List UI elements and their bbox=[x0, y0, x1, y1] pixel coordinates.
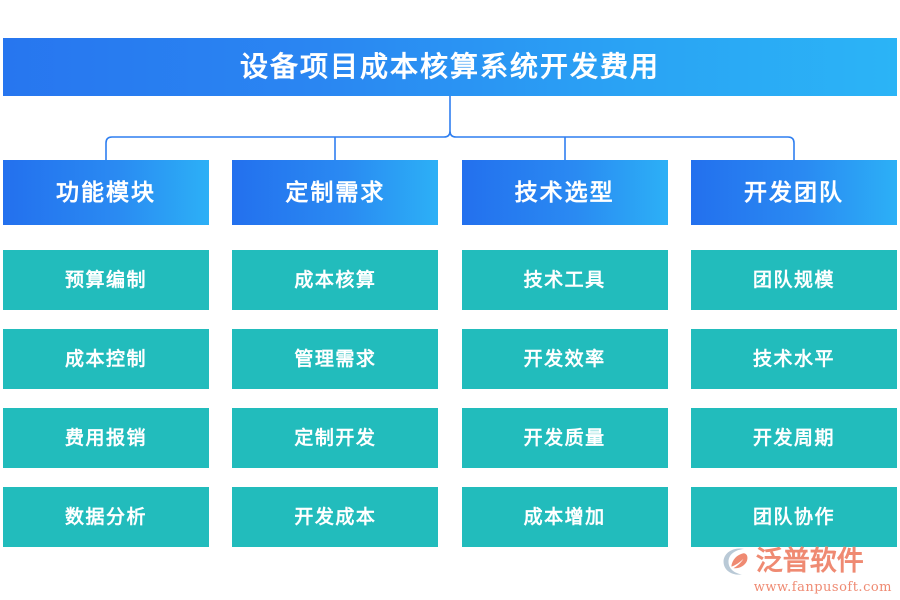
item-box[interactable]: 团队协作 bbox=[690, 487, 897, 547]
item-label: 定制开发 bbox=[294, 426, 377, 449]
column-header-label: 定制需求 bbox=[285, 179, 386, 206]
column-development-team: 开发团队 团队规模 技术水平 开发周期 团队协作 bbox=[690, 160, 897, 547]
item-label: 预算编制 bbox=[64, 268, 147, 291]
column-header-label: 技术选型 bbox=[514, 179, 615, 206]
item-box[interactable]: 定制开发 bbox=[232, 408, 439, 468]
columns-container: 功能模块 预算编制 成本控制 费用报销 数据分析 定制需求 成本核算 bbox=[3, 160, 897, 547]
item-box[interactable]: 数据分析 bbox=[3, 487, 209, 547]
item-box[interactable]: 开发周期 bbox=[690, 408, 897, 468]
item-label: 成本控制 bbox=[64, 347, 147, 370]
item-label: 团队协作 bbox=[752, 505, 835, 528]
column-header-4[interactable]: 开发团队 bbox=[690, 160, 897, 225]
item-box[interactable]: 开发效率 bbox=[461, 329, 668, 389]
item-box[interactable]: 成本控制 bbox=[3, 329, 209, 389]
column-header-3[interactable]: 技术选型 bbox=[461, 160, 668, 225]
item-label: 技术工具 bbox=[523, 268, 606, 291]
item-box[interactable]: 开发质量 bbox=[461, 408, 668, 468]
item-label: 成本增加 bbox=[523, 505, 606, 528]
item-label: 技术水平 bbox=[752, 347, 835, 370]
item-box[interactable]: 技术水平 bbox=[690, 329, 897, 389]
item-box[interactable]: 预算编制 bbox=[3, 250, 209, 310]
connector-bus bbox=[105, 130, 795, 160]
logo-name: 泛普软件 bbox=[755, 545, 864, 577]
item-label: 开发质量 bbox=[523, 426, 606, 449]
column-technology-selection: 技术选型 技术工具 开发效率 开发质量 成本增加 bbox=[461, 160, 668, 547]
column-header-label: 功能模块 bbox=[56, 179, 156, 206]
column-functional-modules: 功能模块 预算编制 成本控制 费用报销 数据分析 bbox=[3, 160, 209, 547]
column-header-1[interactable]: 功能模块 bbox=[3, 160, 209, 225]
item-label: 费用报销 bbox=[64, 426, 147, 449]
logo-url: www.fanpusoft.com bbox=[753, 580, 892, 595]
column-header-2[interactable]: 定制需求 bbox=[232, 160, 439, 225]
logo-row: 泛普软件 bbox=[720, 544, 864, 578]
column-custom-requirements: 定制需求 成本核算 管理需求 定制开发 开发成本 bbox=[232, 160, 439, 547]
item-box[interactable]: 成本核算 bbox=[232, 250, 439, 310]
item-box[interactable]: 技术工具 bbox=[461, 250, 668, 310]
item-label: 成本核算 bbox=[294, 268, 377, 291]
item-label: 开发成本 bbox=[294, 505, 377, 528]
column-header-label: 开发团队 bbox=[743, 179, 844, 206]
item-box[interactable]: 费用报销 bbox=[3, 408, 209, 468]
page-title: 设备项目成本核算系统开发费用 bbox=[239, 50, 660, 83]
item-label: 开发周期 bbox=[752, 426, 835, 449]
diagram-title-bar: 设备项目成本核算系统开发费用 bbox=[3, 38, 897, 96]
item-label: 数据分析 bbox=[64, 505, 147, 528]
watermark-logo: 泛普软件 www.fanpusoft.com bbox=[720, 544, 892, 594]
item-label: 管理需求 bbox=[294, 347, 377, 370]
item-label: 团队规模 bbox=[752, 268, 835, 291]
item-label: 开发效率 bbox=[523, 347, 606, 370]
item-box[interactable]: 开发成本 bbox=[232, 487, 439, 547]
item-box[interactable]: 成本增加 bbox=[461, 487, 668, 547]
item-box[interactable]: 管理需求 bbox=[232, 329, 439, 389]
fanpu-swoosh-icon bbox=[723, 548, 748, 575]
item-box[interactable]: 团队规模 bbox=[690, 250, 897, 310]
